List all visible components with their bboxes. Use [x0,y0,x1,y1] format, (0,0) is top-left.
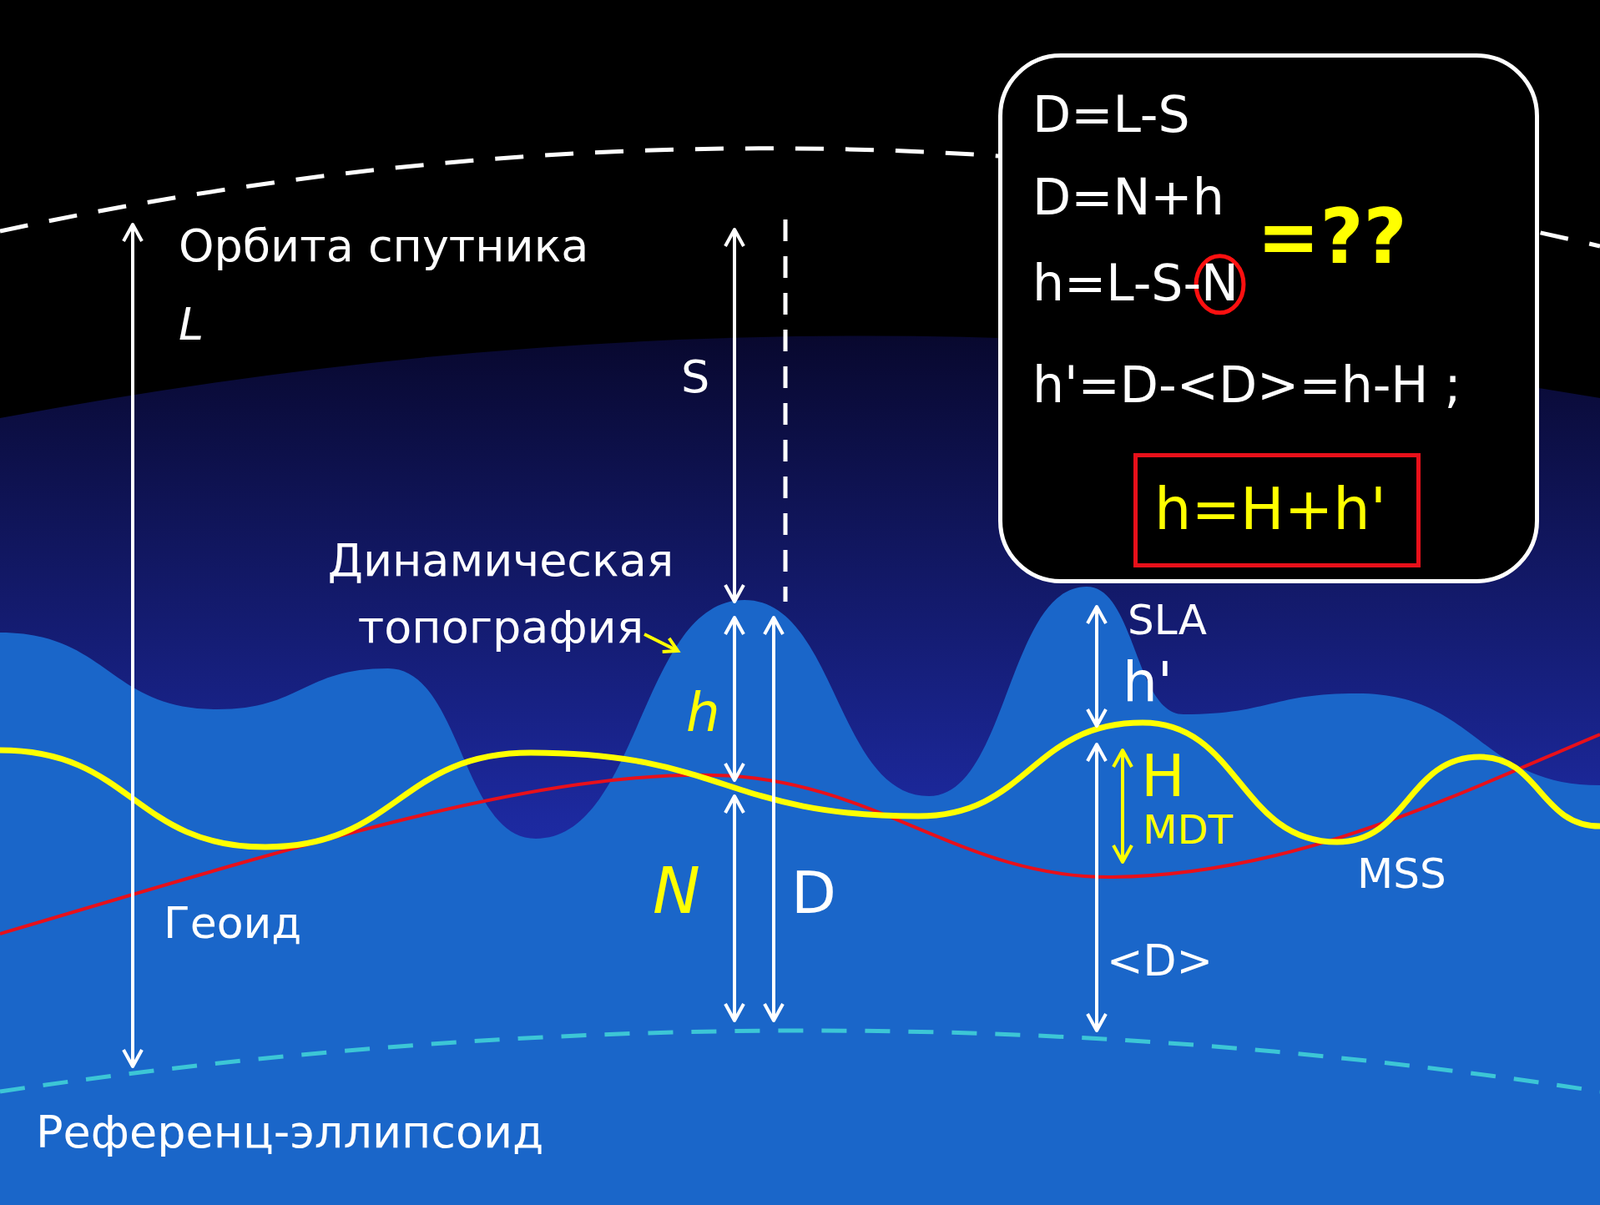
arrow-head [725,1004,744,1021]
mean-height-symbol: <D> [1106,938,1213,983]
formula-line: h=L-S-N [1032,257,1239,308]
arrow-head [725,763,744,781]
result-formula: h=H+h' [1154,479,1387,539]
mean-height-arrow [1095,744,1099,1031]
arrow-head [123,1049,142,1067]
height-symbol: h [686,686,721,740]
pointer-arrow [644,634,678,652]
orbit-symbol: L [178,302,204,348]
arrow-head [725,617,744,635]
ellipsoid-label: Референц-эллипсоид [35,1110,544,1156]
topography-label: Динамическая топография [308,527,693,662]
unknown-mark: =?? [1256,199,1408,275]
anomaly-symbol: h' [1122,655,1173,711]
orbit-height-arrow [131,224,135,1067]
arrow-head [725,585,744,602]
ocean-surface [0,586,1600,1205]
arrow-head [725,796,744,813]
sea-height-arrow [772,617,776,1021]
mdt-arrow [1120,750,1125,863]
geoid-label: Геоид [163,901,302,945]
arrow-head [1113,750,1132,768]
arrow-head [764,1004,783,1021]
range-arrow [732,229,737,602]
arrow-head [1087,744,1106,762]
nadir-line [783,219,788,602]
mss-curve [0,722,1600,848]
geoid-height-arrow [732,796,737,1021]
dynamic-height-arrow [732,617,737,781]
formula-panel: D=L-S D=N+h h=L-S-N =?? h'=D-<D>=h-H ; h=H+h' [998,53,1540,584]
sla-label: SLA [1127,599,1207,642]
arrow-head [123,224,142,242]
arrow-head [1087,606,1106,624]
arrow-head [1087,709,1106,727]
reference-ellipsoid [0,1030,1600,1092]
formula-line: D=L-S [1032,89,1191,140]
formula-line: D=N+h [1032,171,1225,223]
arrow-head [1087,1014,1106,1031]
arrow-head [725,229,744,247]
measure-arrows [123,224,1132,1067]
arrow-head [1113,845,1132,863]
mdt-label: MDT [1142,809,1233,850]
formula-line: h'=D-<D>=h-H ; [1032,359,1462,410]
sea-height-symbol: D [791,863,837,923]
mdt-symbol: H [1140,747,1186,806]
arrow-head [764,617,783,635]
anomaly-arrow [1095,606,1099,727]
arrow-head [662,638,678,652]
mss-label: MSS [1357,852,1447,895]
result-box: h=H+h' [1133,453,1421,568]
geoid-symbol: N [652,859,701,924]
range-symbol: S [681,354,710,400]
orbit-label: Орбита спутника [178,223,589,269]
